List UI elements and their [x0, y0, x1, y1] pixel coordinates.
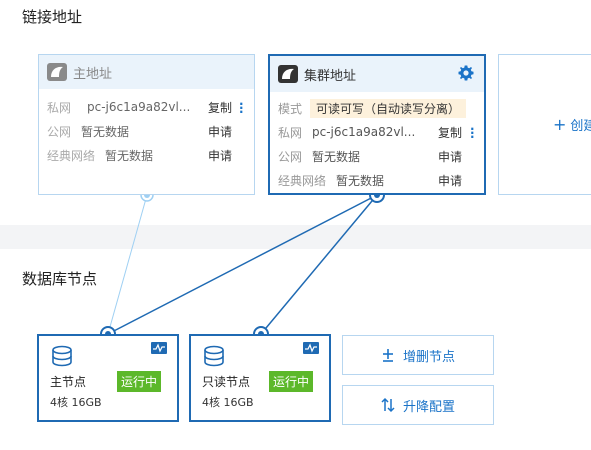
- database-icon: [52, 345, 72, 367]
- database-icon: [204, 345, 224, 367]
- row-value: 暂无数据: [105, 148, 154, 163]
- readonly-node-title: 只读节点: [202, 375, 251, 389]
- primary-node-title: 主节点: [50, 375, 87, 389]
- add-remove-nodes-button[interactable]: 增删节点: [342, 335, 494, 375]
- endpoints-section-title: 链接地址: [22, 8, 83, 26]
- cluster-endpoint-card[interactable]: 集群地址 模式 可读可写（自动读写分离） 私网 pc-j6c1a9a82vl..…: [268, 54, 486, 195]
- main-endpoint-title: 主地址: [73, 66, 113, 82]
- monitor-icon[interactable]: [151, 342, 167, 354]
- cluster-endpoint-title: 集群地址: [304, 68, 357, 84]
- row-label: 私网: [278, 125, 303, 140]
- primary-node-card[interactable]: 主节点 运行中 4核 16GB: [37, 334, 179, 422]
- row-label: 公网: [47, 124, 72, 139]
- add-remove-icon: [382, 349, 393, 362]
- cluster-classic-row: 经典网络 暂无数据: [278, 170, 384, 190]
- row-label: 经典网络: [278, 173, 327, 188]
- readonly-node-card[interactable]: 只读节点 运行中 4核 16GB: [189, 334, 331, 422]
- row-label: 公网: [278, 149, 303, 164]
- main-public-apply-link[interactable]: 申请: [208, 124, 233, 139]
- cluster-copy-link[interactable]: 复制: [438, 125, 463, 140]
- main-classic-apply-link[interactable]: 申请: [208, 148, 233, 163]
- cluster-endpoint-header: 集群地址: [270, 56, 484, 92]
- monitor-icon[interactable]: [303, 342, 319, 354]
- main-more-icon[interactable]: ···: [239, 97, 244, 119]
- main-endpoint-public-row: 公网 暂无数据: [47, 121, 129, 141]
- create-endpoint-label: 创建: [570, 119, 591, 134]
- cluster-more-icon[interactable]: ···: [470, 122, 475, 144]
- row-label: 私网: [47, 100, 72, 115]
- polardb-logo-icon: [47, 63, 67, 81]
- add-remove-nodes-label: 增删节点: [402, 349, 455, 365]
- create-endpoint-card[interactable]: + 创建: [498, 54, 591, 195]
- primary-node-spec: 4核 16GB: [50, 396, 102, 409]
- row-value: 暂无数据: [336, 173, 385, 188]
- gear-icon[interactable]: [458, 65, 474, 81]
- cluster-public-row: 公网 暂无数据: [278, 146, 360, 166]
- cluster-private-row: 私网 pc-j6c1a9a82vl...: [278, 122, 415, 142]
- readonly-node-status-badge: 运行中: [268, 371, 313, 392]
- section-divider: [0, 225, 591, 249]
- polardb-logo-icon: [278, 65, 298, 83]
- upgrade-downgrade-label: 升降配置: [402, 399, 455, 415]
- row-value: pc-j6c1a9a82vl...: [312, 125, 416, 139]
- up-down-arrows-icon: [381, 397, 395, 413]
- row-value: 暂无数据: [81, 124, 130, 139]
- mode-label: 模式: [278, 101, 303, 116]
- primary-node-status-badge: 运行中: [116, 371, 161, 392]
- main-copy-link[interactable]: 复制: [208, 100, 233, 115]
- main-endpoint-header: 主地址: [39, 55, 254, 89]
- nodes-section-title: 数据库节点: [22, 270, 98, 288]
- main-endpoint-classic-row: 经典网络 暂无数据: [47, 145, 153, 165]
- main-endpoint-card[interactable]: 主地址 私网 pc-j6c1a9a82vl... 复制 ··· 公网 暂无数据 …: [38, 54, 255, 195]
- main-endpoint-private-row: 私网 pc-j6c1a9a82vl...: [47, 97, 190, 117]
- row-value: 暂无数据: [312, 149, 361, 164]
- row-label: 经典网络: [47, 148, 96, 163]
- cluster-mode-row: 模式 可读可写（自动读写分离）: [278, 98, 467, 118]
- plus-icon: +: [553, 115, 567, 134]
- upgrade-downgrade-button[interactable]: 升降配置: [342, 385, 494, 425]
- cluster-public-apply-link[interactable]: 申请: [438, 149, 463, 164]
- row-value: pc-j6c1a9a82vl...: [87, 100, 191, 114]
- mode-value: 可读可写（自动读写分离）: [310, 98, 467, 118]
- readonly-node-spec: 4核 16GB: [202, 396, 254, 409]
- cluster-classic-apply-link[interactable]: 申请: [438, 173, 463, 188]
